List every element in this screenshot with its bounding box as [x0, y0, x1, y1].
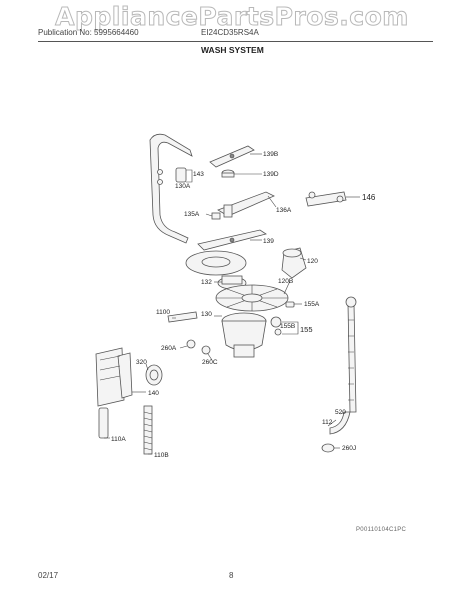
callout-155: 155	[300, 325, 313, 334]
callout-110B: 110B	[154, 452, 169, 459]
spray-arm-manifold-part[interactable]	[217, 191, 275, 218]
grommet-part[interactable]	[145, 364, 163, 386]
document-id: P00110104C1PC	[356, 527, 407, 533]
callout-260A: 260A	[161, 345, 177, 352]
callout-520: 520	[335, 409, 346, 416]
callout-139: 139	[263, 238, 274, 245]
section-title: WASH SYSTEM	[201, 45, 264, 55]
model-number: EI24CD35RS4A	[201, 28, 259, 37]
lower-spray-arm-part[interactable]	[197, 229, 267, 251]
heater-housing-part[interactable]	[95, 347, 133, 407]
filter-assembly-part[interactable]	[281, 247, 307, 279]
hose-connector-part[interactable]	[270, 316, 282, 336]
drain-hose-part[interactable]	[329, 296, 357, 435]
bracket-part[interactable]	[211, 212, 221, 220]
callout-132: 132	[201, 279, 212, 286]
spray-arm-nut-part[interactable]	[221, 169, 235, 178]
callout-112: 112	[322, 419, 333, 426]
feed-tube-clips	[157, 167, 187, 185]
third-level-spray-part[interactable]	[305, 191, 347, 207]
callout-143: 143	[193, 171, 204, 178]
callout-139B: 139B	[263, 151, 278, 158]
watermark: AppliancePartsPros.com	[55, 2, 409, 32]
callout-130A: 130A	[175, 183, 191, 190]
header-divider	[38, 41, 433, 42]
callout-260J: 260J	[342, 445, 356, 452]
callout-135A: 135A	[184, 211, 200, 218]
spring-hose-part[interactable]	[167, 311, 198, 323]
footer-date: 02/17	[38, 571, 59, 580]
callout-110A: 110A	[111, 436, 126, 443]
leader-lines	[104, 153, 360, 455]
heating-element-part[interactable]	[98, 407, 109, 439]
publication-number: Publication No: 5995664460	[38, 28, 139, 37]
callout-120B: 120B	[278, 278, 293, 285]
pump-sump-body-part[interactable]	[221, 312, 267, 358]
callout-146: 146	[362, 193, 376, 202]
feed-tube-part[interactable]	[149, 133, 193, 244]
callout-140: 140	[148, 390, 159, 397]
callout-1100: 1100	[156, 309, 170, 316]
callout-120: 120	[307, 258, 318, 265]
callout-155B: 155B	[280, 323, 295, 330]
hose-clamp-260C-part[interactable]	[201, 345, 211, 355]
fitting-part[interactable]	[285, 301, 295, 308]
callout-136A: 136A	[276, 207, 292, 214]
callout-139D: 139D	[263, 171, 279, 178]
upper-spray-arm-part[interactable]	[209, 145, 255, 168]
callout-labels: 139B 139D 143 130A 146 135A 136A 139 120…	[111, 151, 376, 459]
callout-320: 320	[136, 359, 147, 366]
callout-260C: 260C	[202, 359, 218, 366]
hose-clamp-260J-part[interactable]	[321, 443, 335, 453]
hose-clamp-260A-part[interactable]	[186, 339, 196, 349]
filter-mesh-part[interactable]	[215, 284, 289, 312]
spring-element-part[interactable]	[143, 405, 153, 455]
callout-130: 130	[201, 311, 212, 318]
footer-page-number: 8	[229, 571, 234, 580]
callout-155A: 155A	[304, 301, 320, 308]
sump-plate-part[interactable]	[185, 250, 247, 276]
